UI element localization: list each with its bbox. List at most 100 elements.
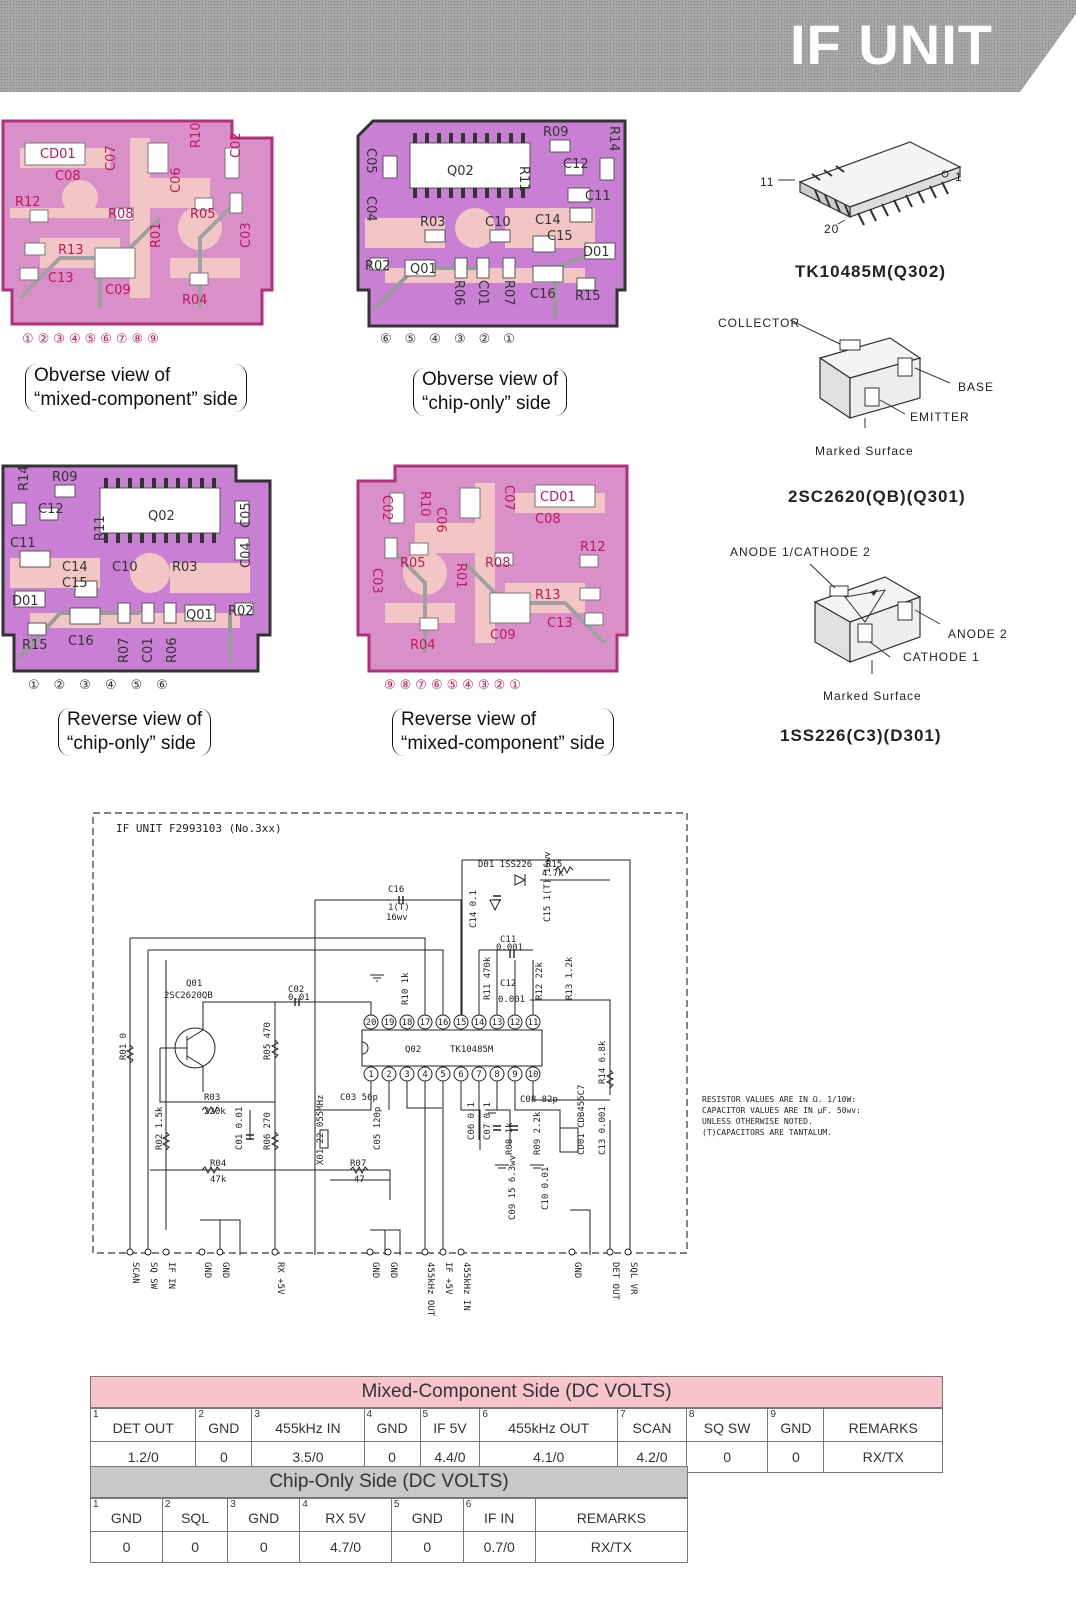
caption-obverse-mixed: Obverse view of “mixed-component” side: [25, 364, 247, 412]
pin-number: 5: [422, 1409, 429, 1420]
ic-pin-circle: [435, 1014, 451, 1030]
c12-label: C12: [500, 979, 516, 989]
table-cell: 0: [161, 1531, 229, 1563]
svg-text:R11: R11: [93, 515, 108, 541]
ic-pin-label: 11: [760, 175, 775, 189]
ic-pin-number: 18: [402, 1018, 413, 1028]
svg-text:C05: C05: [239, 502, 254, 528]
svg-text:R06: R06: [165, 637, 180, 663]
ic-part-name: TK10485M(Q302): [795, 262, 947, 281]
ic-pin-circle: [399, 1014, 415, 1030]
ic-pin-number: 19: [384, 1018, 395, 1028]
header-label: GND: [208, 1420, 240, 1436]
ic-pin-number: 4: [422, 1070, 427, 1080]
svg-text:C09: C09: [105, 283, 131, 298]
svg-text:R01: R01: [149, 222, 164, 248]
table-cell: RX/TX: [534, 1531, 689, 1563]
terminal-label: IF +5V: [443, 1262, 453, 1295]
pin-number: 9: [770, 1409, 776, 1420]
ic-pin-label: 1: [955, 170, 963, 184]
r01-label: R01 0: [119, 1033, 129, 1060]
page-title: IF UNIT: [790, 13, 993, 76]
svg-text:C03: C03: [369, 568, 384, 594]
ic-pin-number: 7: [476, 1070, 481, 1080]
svg-text:Q01: Q01: [410, 262, 437, 277]
r07-value: 47: [354, 1175, 365, 1185]
ic-pin-number: 15: [456, 1018, 467, 1028]
board-obverse-mixed-pins: ①②③④⑤⑥⑦⑧⑨: [22, 332, 163, 347]
pin-number: 8: [688, 1409, 695, 1420]
ic-pin-circle: [525, 1014, 541, 1030]
header-label: GND: [110, 1510, 143, 1526]
pin-number: 5: [393, 1499, 400, 1510]
ic-pin-circle: [489, 1066, 505, 1082]
r03-label: R03: [204, 1093, 220, 1103]
c16-voltage: 16wv: [386, 913, 408, 923]
schematic-diagram: Q01 2SC2620QB Q02 TK10485M D01 1SS226 C1…: [92, 812, 688, 1317]
x01-label: X01 22.055MHz: [316, 1095, 326, 1165]
header-label: GND: [248, 1510, 280, 1526]
ic-pin-number: 10: [528, 1070, 539, 1080]
pin-number: 2: [164, 1499, 171, 1510]
pin-number: 6: [465, 1499, 472, 1510]
terminal-label: RX +5V: [275, 1262, 285, 1295]
ic-pin-circle: [363, 1014, 379, 1030]
svg-text:C14: C14: [535, 213, 561, 228]
ic-pin-circle: [417, 1014, 433, 1030]
ic-pin-number: 17: [420, 1018, 431, 1028]
r05-label: R05 470: [263, 1022, 273, 1060]
caption-line: Obverse view of: [34, 365, 171, 386]
header-label: SQ SW: [703, 1420, 751, 1436]
pin-number: 2: [198, 1409, 204, 1420]
header-label: DET OUT: [112, 1420, 174, 1436]
terminal-label: SQ SW: [148, 1262, 158, 1290]
ic-pin-circle: [453, 1014, 469, 1030]
svg-text:R12: R12: [15, 195, 41, 210]
table-cell: 0: [767, 1441, 825, 1473]
svg-text:C12: C12: [563, 157, 589, 172]
r02-label: R02 1.5k: [155, 1106, 165, 1150]
ic-pin-circle: [507, 1014, 523, 1030]
pin-number: 1: [93, 1499, 99, 1510]
caption-line: “chip-only” side: [67, 733, 196, 754]
c09-label: C09 15 6.3wv: [508, 1155, 518, 1220]
table-cell: 0: [390, 1531, 464, 1563]
terminal-label: GND: [388, 1262, 398, 1278]
terminal-label: 455kHz OUT: [425, 1262, 435, 1317]
pin-number: 4: [302, 1499, 308, 1510]
ic-pin-circle: [435, 1066, 451, 1082]
svg-text:C09: C09: [490, 628, 516, 643]
ic-package-drawing: [778, 141, 962, 226]
svg-text:R04: R04: [182, 293, 208, 308]
c05-label: C05 120p: [373, 1107, 383, 1150]
r11-label: R11 470k: [483, 956, 493, 1000]
terminal-label: IF IN: [166, 1262, 176, 1289]
transistor-base-label: BASE: [958, 380, 995, 394]
svg-text:R13: R13: [58, 243, 84, 258]
svg-text:R02: R02: [365, 259, 391, 274]
pin-number: 4: [366, 1409, 373, 1420]
svg-text:C13: C13: [48, 271, 74, 286]
table-cell: 0: [227, 1531, 301, 1563]
ic-pin-circle: [489, 1014, 505, 1030]
terminal-label: GND: [202, 1262, 212, 1278]
svg-text:R14: R14: [17, 465, 32, 491]
ic-pin-circle: [381, 1014, 397, 1030]
svg-text:Q02: Q02: [447, 164, 474, 179]
svg-text:C14: C14: [62, 560, 88, 575]
schematic-notes: RESISTOR VALUES ARE IN Ω. 1/10W: CAPACIT…: [702, 1094, 861, 1138]
table-cell: 0: [90, 1531, 163, 1563]
ic-pin-number: 3: [404, 1070, 409, 1080]
table-cell: RX/TX: [823, 1441, 943, 1473]
svg-text:R09: R09: [543, 125, 569, 140]
